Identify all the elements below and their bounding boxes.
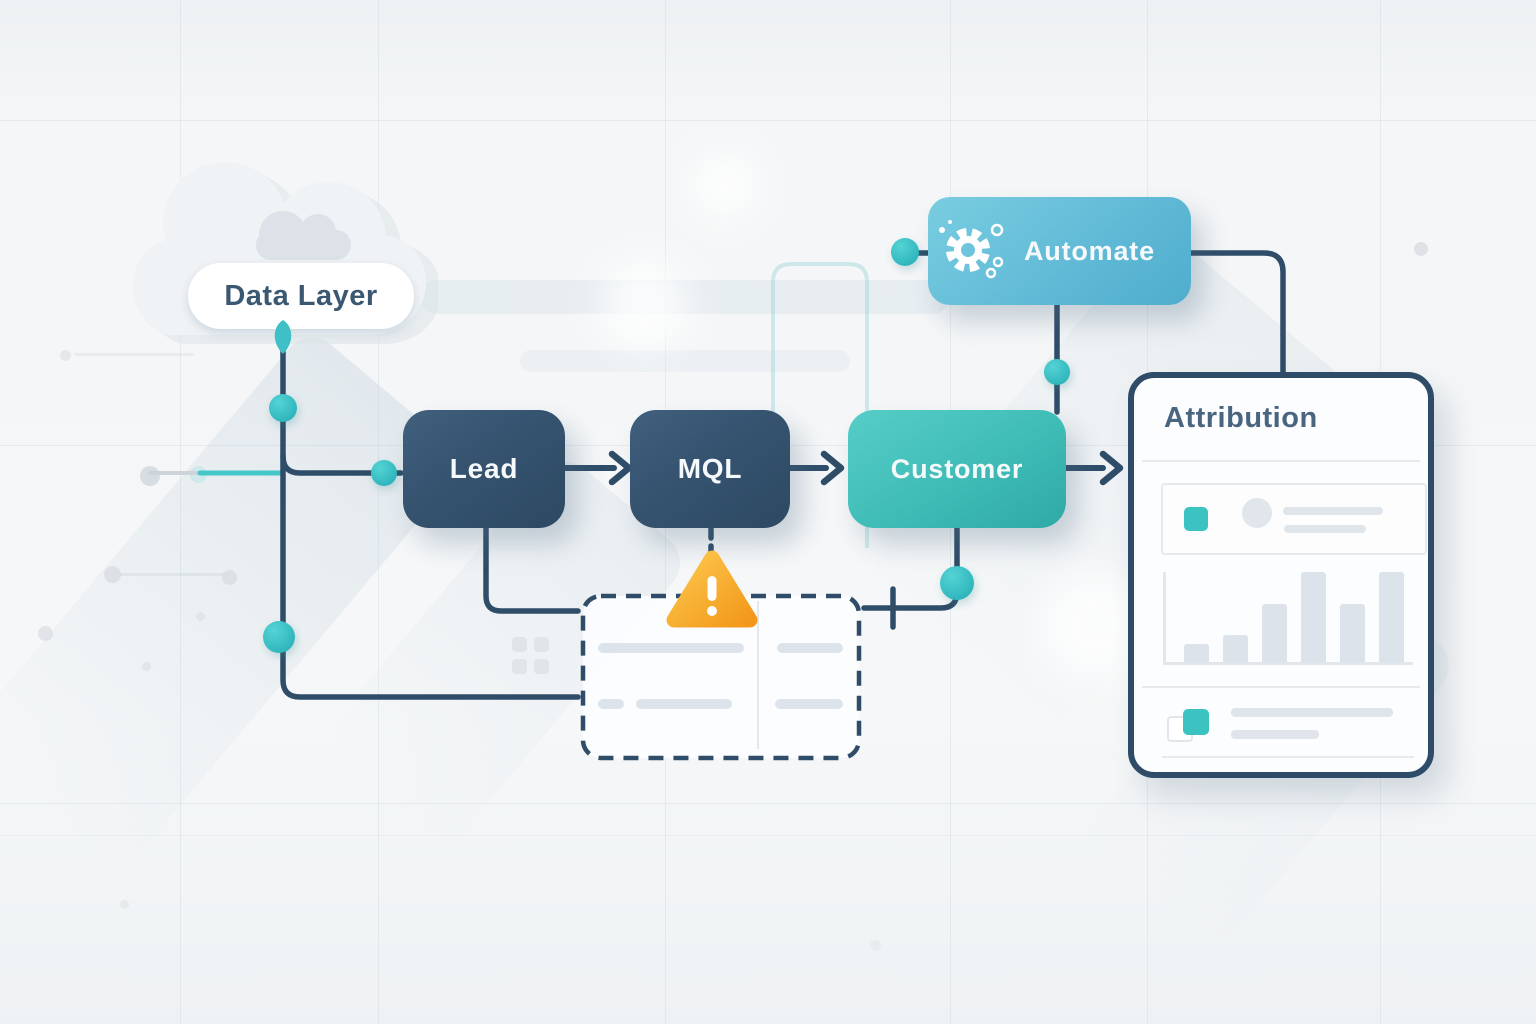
decor-dot — [104, 566, 121, 583]
sparkle-icon — [939, 227, 945, 233]
decor-dot — [222, 570, 237, 585]
sparkle-icon — [985, 267, 997, 279]
decor-dot — [38, 626, 53, 641]
text-placeholder — [775, 699, 843, 709]
chart-bar — [1223, 635, 1248, 662]
decor-square — [534, 637, 549, 652]
junction-dot — [263, 621, 295, 653]
panel-divider — [1142, 460, 1420, 462]
data-layer-label-pill: Data Layer — [188, 263, 414, 329]
teal-checkbox-icon — [1184, 507, 1208, 531]
text-placeholder — [1284, 525, 1366, 533]
teal-checkbox-icon — [1183, 709, 1209, 735]
note-card-divider — [757, 601, 759, 749]
attribution-bar-chart — [1163, 572, 1413, 665]
text-placeholder — [1283, 507, 1383, 515]
decor-line — [74, 353, 194, 356]
grid-line — [0, 835, 1536, 836]
node-automate-label: Automate — [1024, 235, 1155, 266]
gear-icon — [939, 220, 1004, 279]
arrowhead-mql-to-customer — [820, 450, 845, 486]
note-card-border — [580, 593, 862, 761]
decor-dot — [196, 612, 205, 621]
text-placeholder — [1231, 730, 1319, 739]
attribution-title: Attribution — [1164, 402, 1318, 434]
chart-bar — [1340, 604, 1365, 662]
node-automate: Automate — [928, 197, 1191, 305]
junction-dot — [891, 238, 919, 266]
grid-line — [0, 120, 1536, 121]
text-placeholder — [1231, 708, 1393, 717]
connector-automate-to-panel — [1187, 250, 1286, 377]
chart-bar — [1379, 572, 1404, 662]
inner-cloud-shape — [256, 211, 351, 260]
junction-dot — [940, 566, 974, 600]
chart-bar — [1262, 604, 1287, 662]
node-mql: MQL — [630, 410, 790, 528]
decor-square — [534, 659, 549, 674]
note-card — [580, 593, 862, 761]
node-customer: Customer — [848, 410, 1066, 528]
node-mql-label: MQL — [677, 453, 743, 484]
highlight-blob — [600, 260, 690, 350]
grid-line — [0, 803, 1536, 804]
background-strip — [520, 350, 850, 372]
connector-echo-path — [771, 262, 869, 548]
node-lead-label: Lead — [449, 453, 519, 484]
junction-dot — [269, 394, 297, 422]
grid-line — [180, 0, 181, 1024]
panel-divider — [1162, 756, 1414, 758]
decor-dot — [870, 940, 881, 951]
decor-dot — [120, 900, 129, 909]
data-layer-label: Data Layer — [224, 279, 378, 312]
decor-dot — [60, 350, 71, 361]
sparkle-icon — [990, 223, 1004, 237]
highlight-blob — [690, 150, 760, 220]
text-placeholder — [636, 699, 732, 709]
connector-customer-to-note — [861, 524, 960, 611]
arrowhead-customer-to-panel — [1099, 450, 1124, 486]
attribution-panel: Attribution — [1128, 372, 1434, 778]
avatar-placeholder — [1242, 498, 1272, 528]
decor-dot — [1414, 242, 1428, 256]
connector-lead-to-note — [483, 524, 581, 614]
decor-line — [120, 573, 230, 576]
decor-dot — [142, 662, 151, 671]
node-lead: Lead — [403, 410, 565, 528]
droplet-icon — [274, 320, 292, 354]
grid-line — [378, 0, 379, 1024]
chart-bar — [1184, 644, 1209, 662]
warning-triangle-icon — [666, 550, 758, 628]
text-placeholder — [598, 643, 744, 653]
junction-dot — [371, 460, 397, 486]
arrowhead-lead-to-mql — [608, 450, 633, 486]
junction-dot — [1044, 359, 1070, 385]
sparkle-icon — [948, 220, 952, 224]
sparkle-icon — [992, 256, 1004, 268]
decor-square — [512, 659, 527, 674]
chart-bar — [1301, 572, 1326, 662]
connector-cloud-to-note — [280, 347, 581, 700]
attribution-list-item — [1161, 483, 1427, 555]
connector-trunk-to-lead — [280, 453, 404, 476]
decor-square — [512, 637, 527, 652]
node-customer-label: Customer — [890, 453, 1024, 484]
text-placeholder — [777, 643, 843, 653]
text-placeholder — [598, 699, 624, 709]
panel-divider — [1142, 686, 1420, 688]
